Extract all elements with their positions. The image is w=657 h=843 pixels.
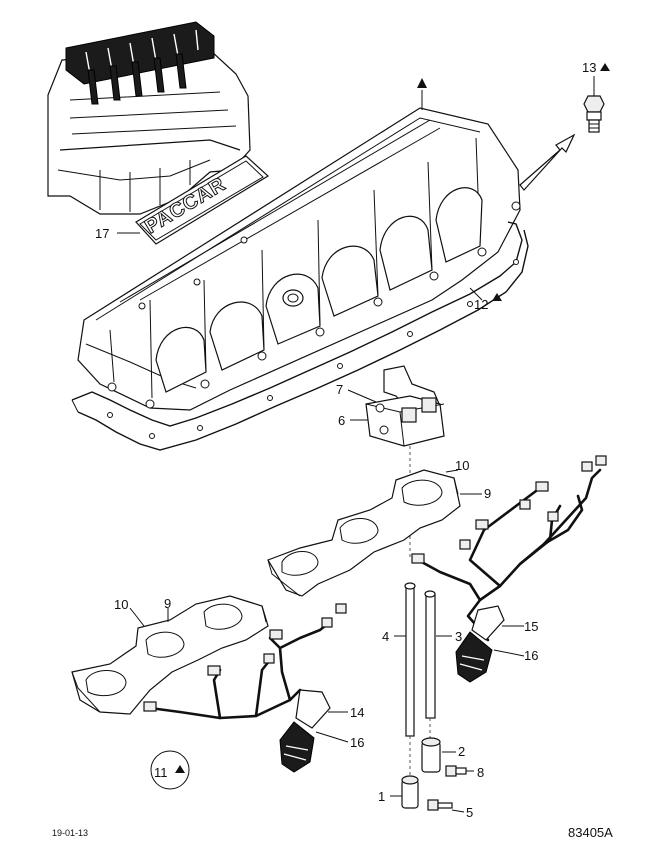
tube-4	[404, 582, 416, 737]
callout-2: 2	[442, 744, 465, 759]
engine-thumbnail	[47, 21, 251, 215]
callout-3: 3	[436, 629, 462, 644]
drawing-date: 19-01-13	[52, 828, 88, 838]
screw-8	[445, 765, 467, 777]
svg-text:13: 13	[582, 60, 596, 75]
callout-17: 17	[95, 226, 140, 241]
new-part-triangle-icon	[492, 293, 502, 301]
callout-7: 7	[336, 382, 377, 403]
fitting-1	[401, 775, 419, 809]
svg-text:17: 17	[95, 226, 109, 241]
fitting-2	[421, 737, 441, 773]
new-part-triangle-icon	[600, 63, 610, 71]
valve-cover	[77, 78, 576, 411]
svg-text:2: 2	[458, 744, 465, 759]
svg-text:1: 1	[378, 789, 385, 804]
svg-text:9: 9	[164, 596, 171, 611]
callout-16-right: 16	[493, 648, 538, 663]
callout-13: 13	[582, 60, 610, 96]
svg-text:4: 4	[382, 629, 389, 644]
svg-text:9: 9	[484, 486, 491, 501]
new-part-triangle-icon	[175, 765, 185, 773]
svg-text:14: 14	[350, 705, 364, 720]
harness-carrier-right	[267, 469, 461, 597]
callout-8: 8	[466, 765, 484, 780]
valve-cover-gasket	[71, 221, 529, 451]
callout-14: 14	[328, 705, 364, 720]
svg-text:6: 6	[338, 413, 345, 428]
rocker-bracket	[365, 365, 445, 447]
callout-4: 4	[382, 629, 406, 644]
callout-5: 5	[451, 805, 473, 820]
callout-6: 6	[338, 413, 368, 428]
svg-text:10: 10	[455, 458, 469, 473]
svg-text:11: 11	[154, 765, 168, 780]
svg-text:5: 5	[466, 805, 473, 820]
tube-3	[424, 590, 436, 719]
svg-text:7: 7	[336, 382, 343, 397]
svg-text:12: 12	[474, 297, 488, 312]
bolt-5	[427, 799, 453, 811]
figure-id: 83405A	[568, 825, 613, 840]
callout-16-left: 16	[315, 731, 364, 750]
callout-15: 15	[502, 619, 538, 634]
svg-text:16: 16	[350, 735, 364, 750]
callout-12: 12	[469, 287, 502, 312]
svg-text:3: 3	[455, 629, 462, 644]
cover-bolt	[583, 95, 605, 133]
callout-10-left: 10	[114, 597, 145, 627]
svg-text:10: 10	[114, 597, 128, 612]
callout-1: 1	[378, 789, 402, 804]
callout-9-left: 9	[164, 596, 171, 622]
kit-reference-11: 11	[150, 750, 190, 790]
wiring-harness-right	[411, 455, 607, 683]
svg-text:16: 16	[524, 648, 538, 663]
wiring-harness-left	[143, 603, 347, 773]
svg-text:8: 8	[477, 765, 484, 780]
callout-10-right: 10	[445, 458, 469, 473]
harness-carrier-left	[71, 595, 269, 715]
callout-9-right: 9	[460, 486, 491, 501]
svg-text:15: 15	[524, 619, 538, 634]
